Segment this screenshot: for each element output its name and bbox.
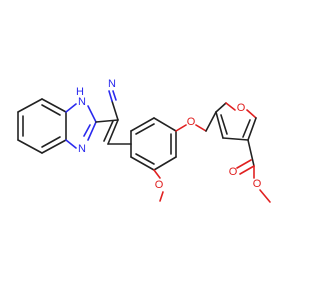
bond <box>65 139 77 149</box>
bond <box>130 156 155 171</box>
bond <box>247 117 257 141</box>
bond <box>17 139 43 154</box>
bond <box>236 159 252 169</box>
bond <box>242 119 251 138</box>
bond <box>159 191 164 202</box>
bond <box>112 90 117 101</box>
bond <box>17 98 43 113</box>
atom-label-furan-oxygen: O <box>237 102 246 114</box>
bond <box>153 156 177 171</box>
atom-label-nh-hydrogen: H <box>76 86 84 98</box>
bond <box>215 111 224 139</box>
molecule-diagram: H N N N O O O O O <box>17 78 271 203</box>
bond <box>41 136 61 148</box>
atom-label-nh-nitrogen: N <box>78 96 86 108</box>
bond <box>83 124 91 137</box>
atom-label-ester-oxygen: O <box>253 178 262 190</box>
atom-label-ether-oxygen: O <box>187 116 196 128</box>
bond <box>108 90 113 102</box>
bond <box>111 100 119 121</box>
bond <box>41 139 67 154</box>
bond <box>225 102 236 111</box>
bond <box>215 102 227 113</box>
bond <box>220 114 228 135</box>
bond <box>41 104 61 116</box>
bond <box>87 121 97 141</box>
atom-label-methoxy-oxygen: O <box>155 179 164 191</box>
bond <box>247 139 255 167</box>
bond <box>103 120 114 142</box>
bond <box>222 137 249 141</box>
bond <box>65 103 77 113</box>
bond <box>195 124 207 132</box>
atom-label-layer: H N N N O O O O O <box>76 78 262 191</box>
bond <box>246 109 257 119</box>
bond <box>41 98 67 113</box>
atom-label-imine-nitrogen: N <box>78 143 86 155</box>
bond <box>153 169 161 179</box>
bond <box>135 123 155 135</box>
bond <box>175 124 187 132</box>
atom-label-carbonyl-oxygen: O <box>229 166 238 178</box>
bond <box>87 105 97 123</box>
bond <box>95 119 119 123</box>
bond-layer <box>17 90 271 203</box>
bond <box>107 119 119 145</box>
bond <box>239 165 255 175</box>
bond <box>205 111 217 132</box>
bond <box>259 189 271 203</box>
bond <box>153 117 177 132</box>
bond <box>130 117 155 132</box>
bond <box>135 153 155 165</box>
atom-label-nitrile-nitrogen: N <box>108 78 116 90</box>
